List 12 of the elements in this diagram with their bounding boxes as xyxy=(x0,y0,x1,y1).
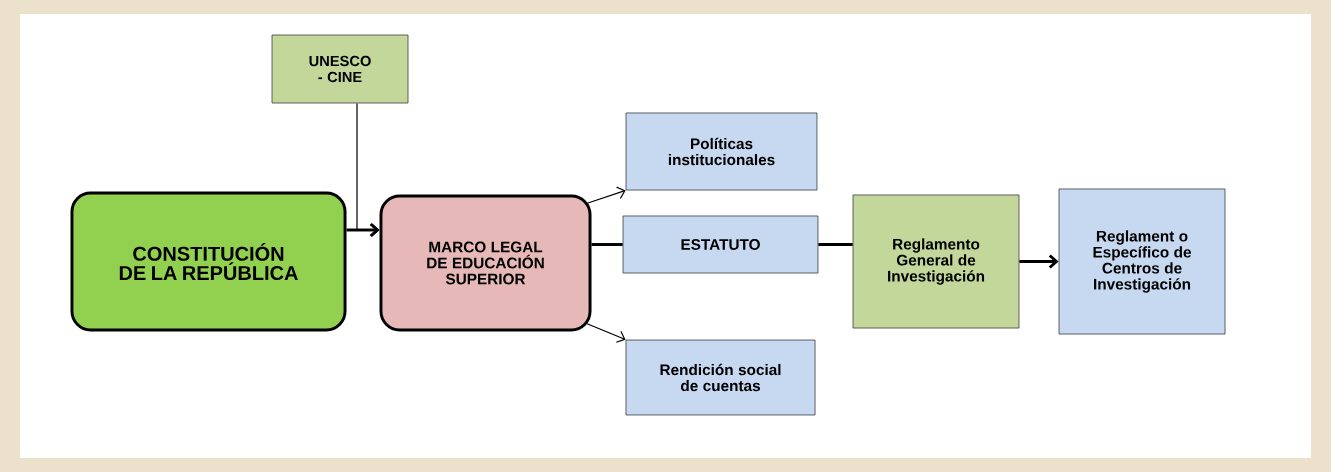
arrow xyxy=(1019,254,1059,269)
rounded-box: CONSTITUCIÓN DE LA REPÚBLICA xyxy=(70,191,347,332)
arrow xyxy=(585,186,626,205)
process-box: Rendición social de cuentas xyxy=(625,339,816,416)
process-box: ESTATUTO xyxy=(622,215,819,274)
process-box: Reglamento General de Investigación xyxy=(852,194,1020,329)
process-box: Reglament o Específico de Centros de Investigación xyxy=(1058,188,1226,335)
process-box: UNESCO - CINE xyxy=(271,34,409,104)
arrow xyxy=(346,222,380,238)
arrow xyxy=(585,322,626,343)
process-box: Políticas institucionales xyxy=(625,112,818,191)
rounded-box: MARCO LEGAL DE EDUCACIÓN SUPERIOR xyxy=(379,194,592,332)
